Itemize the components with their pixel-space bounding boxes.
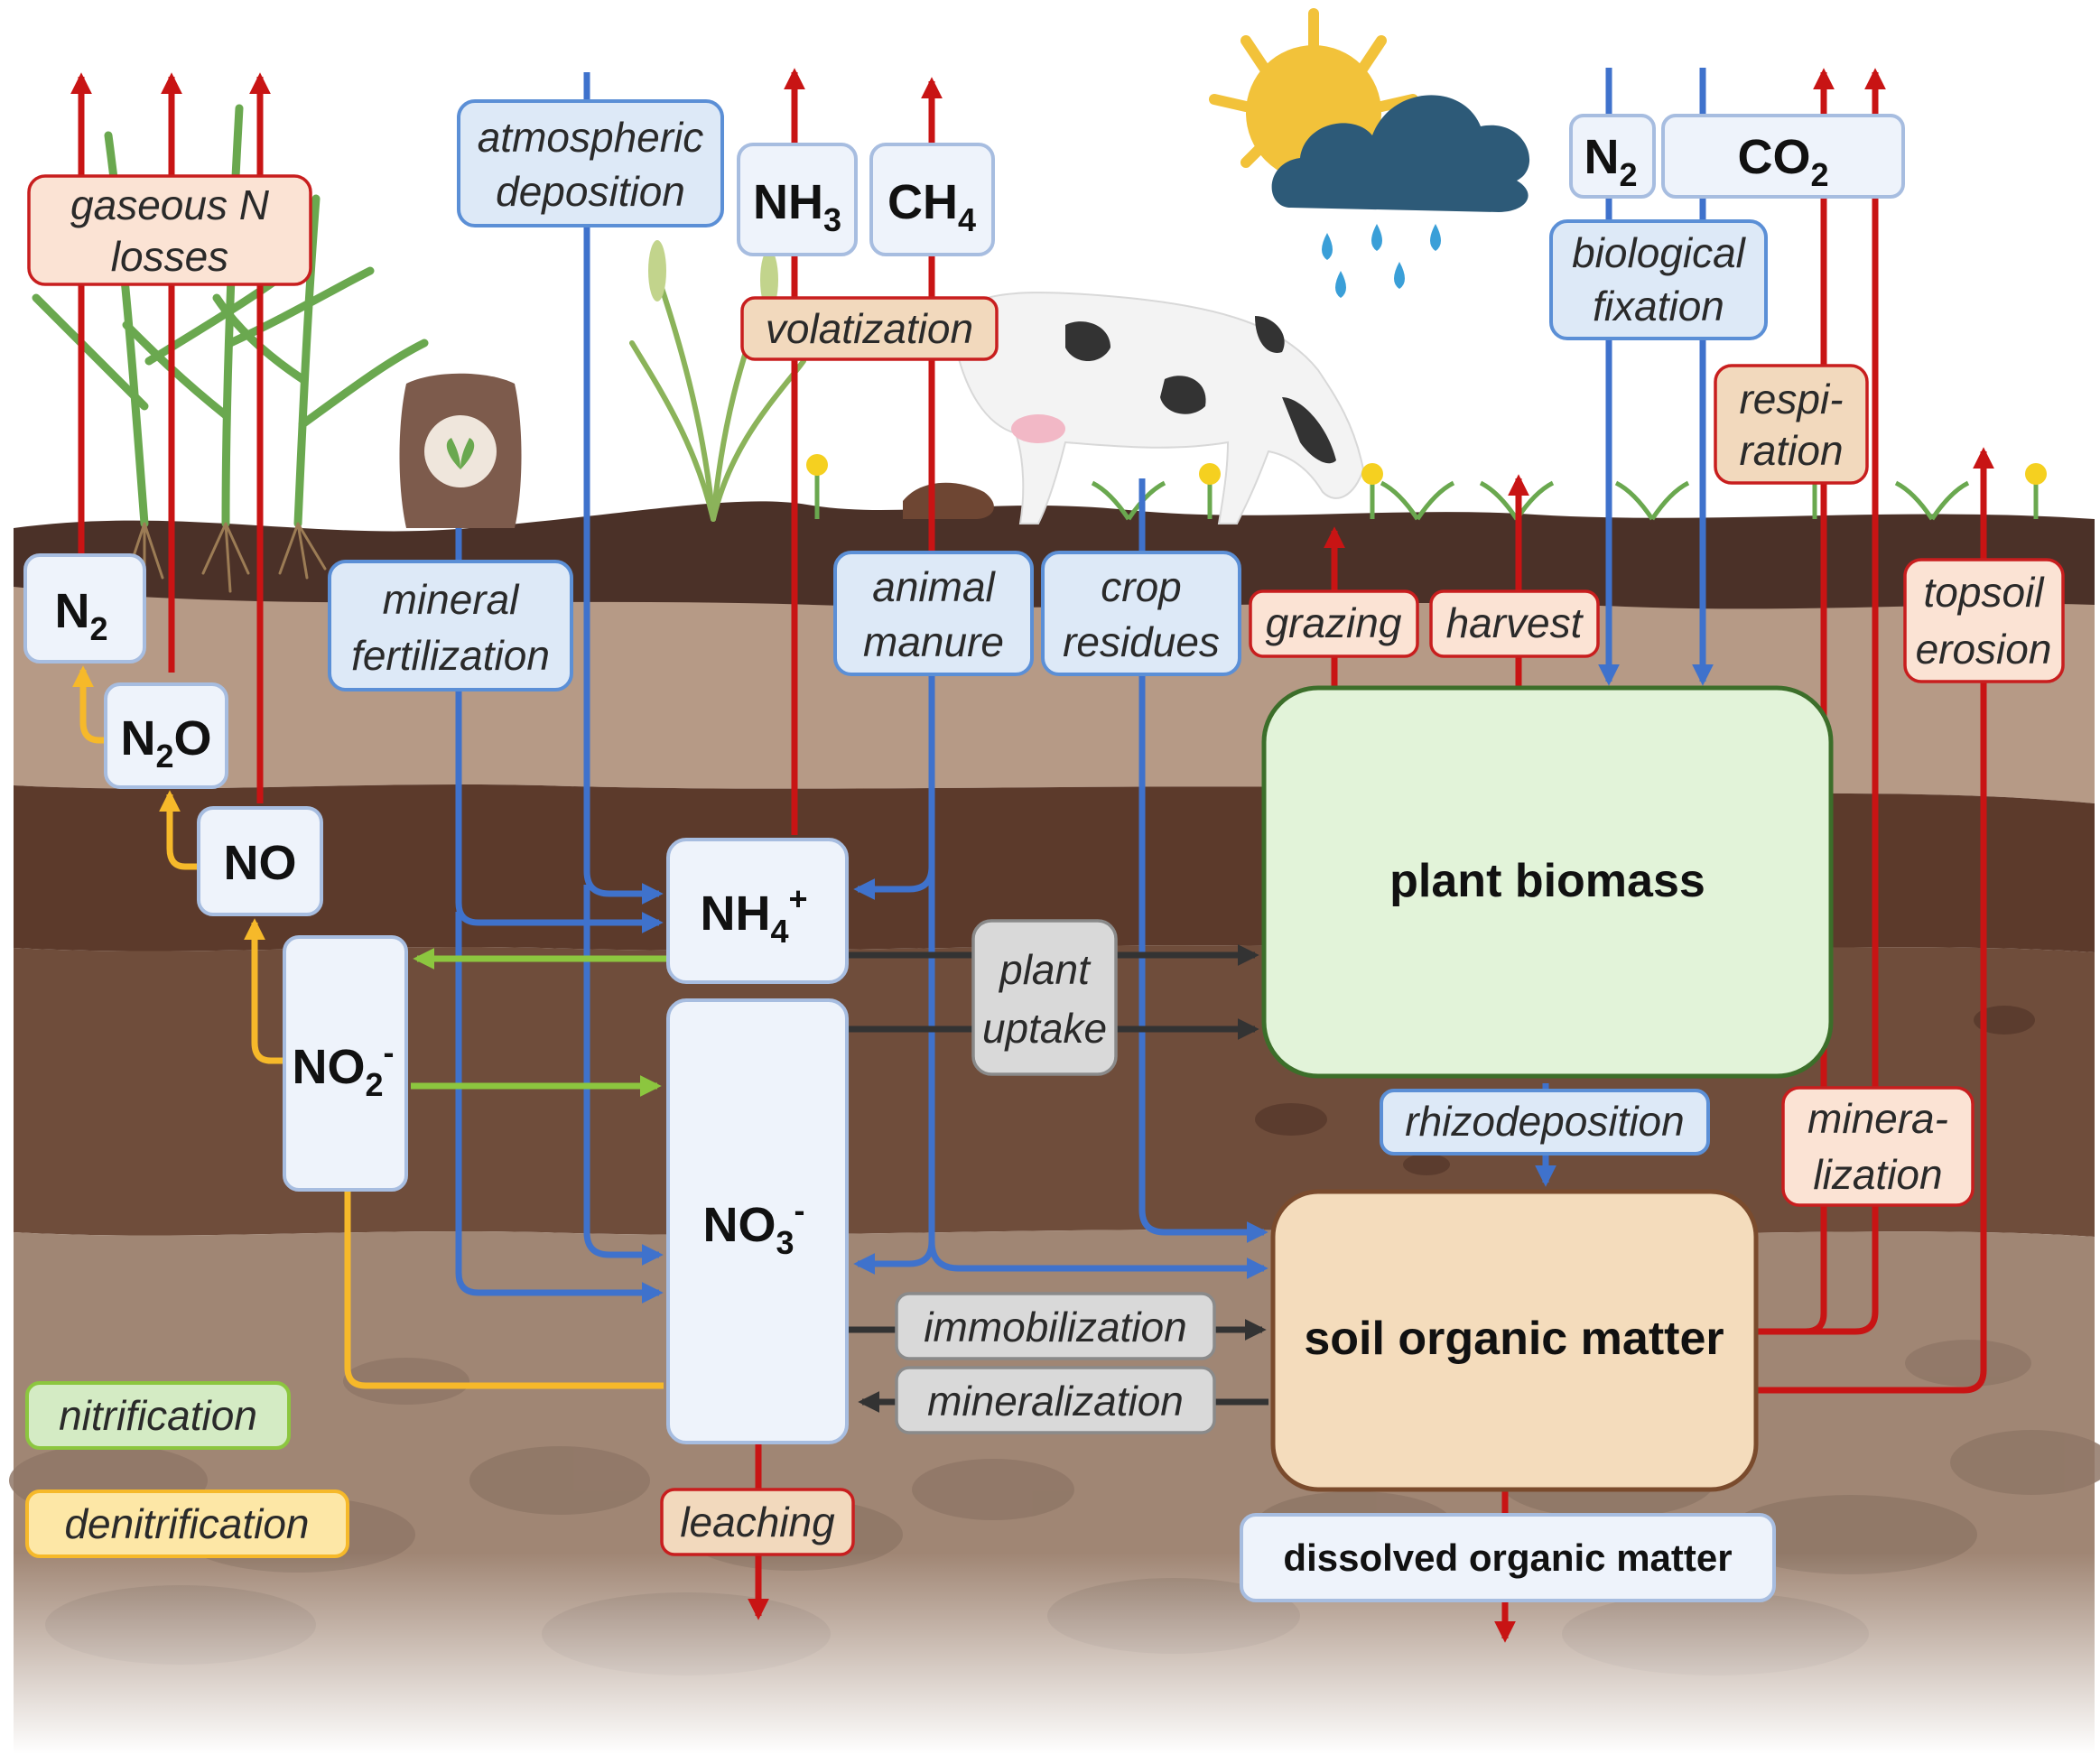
svg-text:CO2: CO2 [1737,130,1828,193]
n2o-soil-box: N2O [104,682,228,789]
svg-text:immobilization: immobilization [924,1304,1186,1350]
animal-manure-label: animal manure [833,551,1034,676]
svg-text:biological: biological [1572,229,1747,276]
svg-text:mineralization: mineralization [927,1378,1184,1425]
n2-atmosphere-box: N2 [1569,114,1656,199]
topsoil-erosion-arrow [1756,447,1994,1394]
wheat-plant-icon [629,240,806,522]
svg-text:NH4+: NH4+ [700,880,807,950]
immobilization-label: immobilization [895,1292,1216,1360]
no2-box: NO2- [283,935,408,1192]
svg-text:gaseous N: gaseous N [70,181,270,228]
deposition-arrow-no3 [583,885,664,1266]
dissolved-organic-matter-pool: dissolved organic matter [1240,1513,1776,1602]
svg-text:NO3-: NO3- [702,1192,804,1261]
grazing-label: grazing [1249,589,1419,658]
denitrification-arrow-n2o [159,790,199,870]
svg-text:N2O: N2O [120,711,211,775]
svg-text:lization: lization [1813,1151,1942,1198]
plant-uptake-label: plant uptake [971,919,1118,1076]
svg-text:N2: N2 [1584,130,1637,193]
svg-text:N2: N2 [54,584,107,647]
denitrification-arrow-no [244,918,289,1064]
no-soil-box: NO [197,806,323,916]
soil-organic-matter-pool: soil organic matter [1270,1189,1759,1492]
svg-text:deposition: deposition [496,168,685,215]
svg-text:respi-: respi- [1739,376,1843,422]
fertilization-arrow-no3 [455,912,664,1304]
legend-denitrification: denitrification [25,1490,349,1558]
svg-text:atmospheric: atmospheric [478,114,704,161]
bottom-fade [0,1553,2100,1754]
svg-text:losses: losses [111,233,228,280]
svg-text:denitrification: denitrification [64,1500,309,1547]
legend-nitrification: nitrification [25,1381,291,1450]
svg-text:topsoil: topsoil [1924,569,2046,616]
svg-text:NO2-: NO2- [292,1034,394,1103]
rain-cloud-icon [1271,95,1530,298]
harvest-label: harvest [1429,589,1600,658]
topsoil-erosion-label: topsoil erosion [1903,558,2065,683]
svg-text:leaching: leaching [680,1499,835,1545]
biological-fixation-label: biological fixation [1549,219,1768,340]
atmospheric-deposition-label: atmospheric deposition [457,99,724,227]
svg-text:minera-: minera- [1807,1095,1948,1142]
svg-text:NH3: NH3 [753,175,841,238]
denitrification-arrow-n2 [72,665,113,744]
svg-text:rhizodeposition: rhizodeposition [1405,1098,1684,1145]
svg-text:uptake: uptake [982,1005,1107,1052]
svg-text:plant biomass: plant biomass [1389,855,1705,907]
mineral-fertilization-label: mineral fertilization [328,560,573,691]
svg-text:fixation: fixation [1593,283,1724,329]
svg-text:mineral: mineral [383,576,521,623]
dandelion-icon [806,454,2047,521]
deposition-arrow-nh4 [583,72,664,905]
svg-text:erosion: erosion [1916,626,2052,673]
crop-residues-arrow [1138,478,1268,1243]
denitrification-arrow-no3 [344,1190,664,1389]
svg-text:plant: plant [998,946,1092,993]
svg-text:animal: animal [872,563,996,610]
svg-text:nitrification: nitrification [59,1392,257,1439]
leaching-label: leaching [660,1488,855,1556]
svg-text:crop: crop [1101,563,1181,610]
crop-residues-label: crop residues [1041,551,1241,676]
svg-text:volatization: volatization [766,305,973,352]
cow-icon [903,292,1365,524]
plant-biomass-pool: plant biomass [1261,685,1834,1079]
nh4-box: NH4+ [666,838,849,984]
no3-box: NO3- [666,998,849,1444]
manure-arrow-som [928,1240,1268,1279]
mineralization-label: mineralization [895,1366,1216,1434]
svg-text:ration: ration [1739,427,1843,474]
ch4-gas-box: CH4 [869,143,995,256]
gaseous-n-losses-label: gaseous N losses [27,174,312,286]
rhizodeposition-label: rhizodeposition [1380,1089,1710,1155]
svg-text:residues: residues [1063,618,1220,665]
mineralization-co2-arrow [1756,68,1886,1335]
svg-text:fertilization: fertilization [351,632,550,679]
fertilizer-bag-icon [399,373,522,528]
svg-text:dissolved organic matter: dissolved organic matter [1283,1536,1732,1579]
volatization-label: volatization [740,296,999,361]
svg-text:harvest: harvest [1446,599,1584,646]
co2-atmosphere-box: CO2 [1661,114,1905,199]
fertilization-arrow-nh4 [455,528,664,933]
svg-text:grazing: grazing [1266,599,1402,646]
svg-text:NO: NO [224,836,297,890]
respiration-label: respi- ration [1714,364,1869,485]
svg-text:CH4: CH4 [887,175,976,238]
svg-text:soil organic matter: soil organic matter [1304,1313,1724,1365]
n2-soil-box: N2 [23,553,146,664]
nh3-gas-box: NH3 [737,143,858,256]
svg-text:manure: manure [863,618,1004,665]
mineralization-output-label: minera- lization [1781,1086,1975,1207]
